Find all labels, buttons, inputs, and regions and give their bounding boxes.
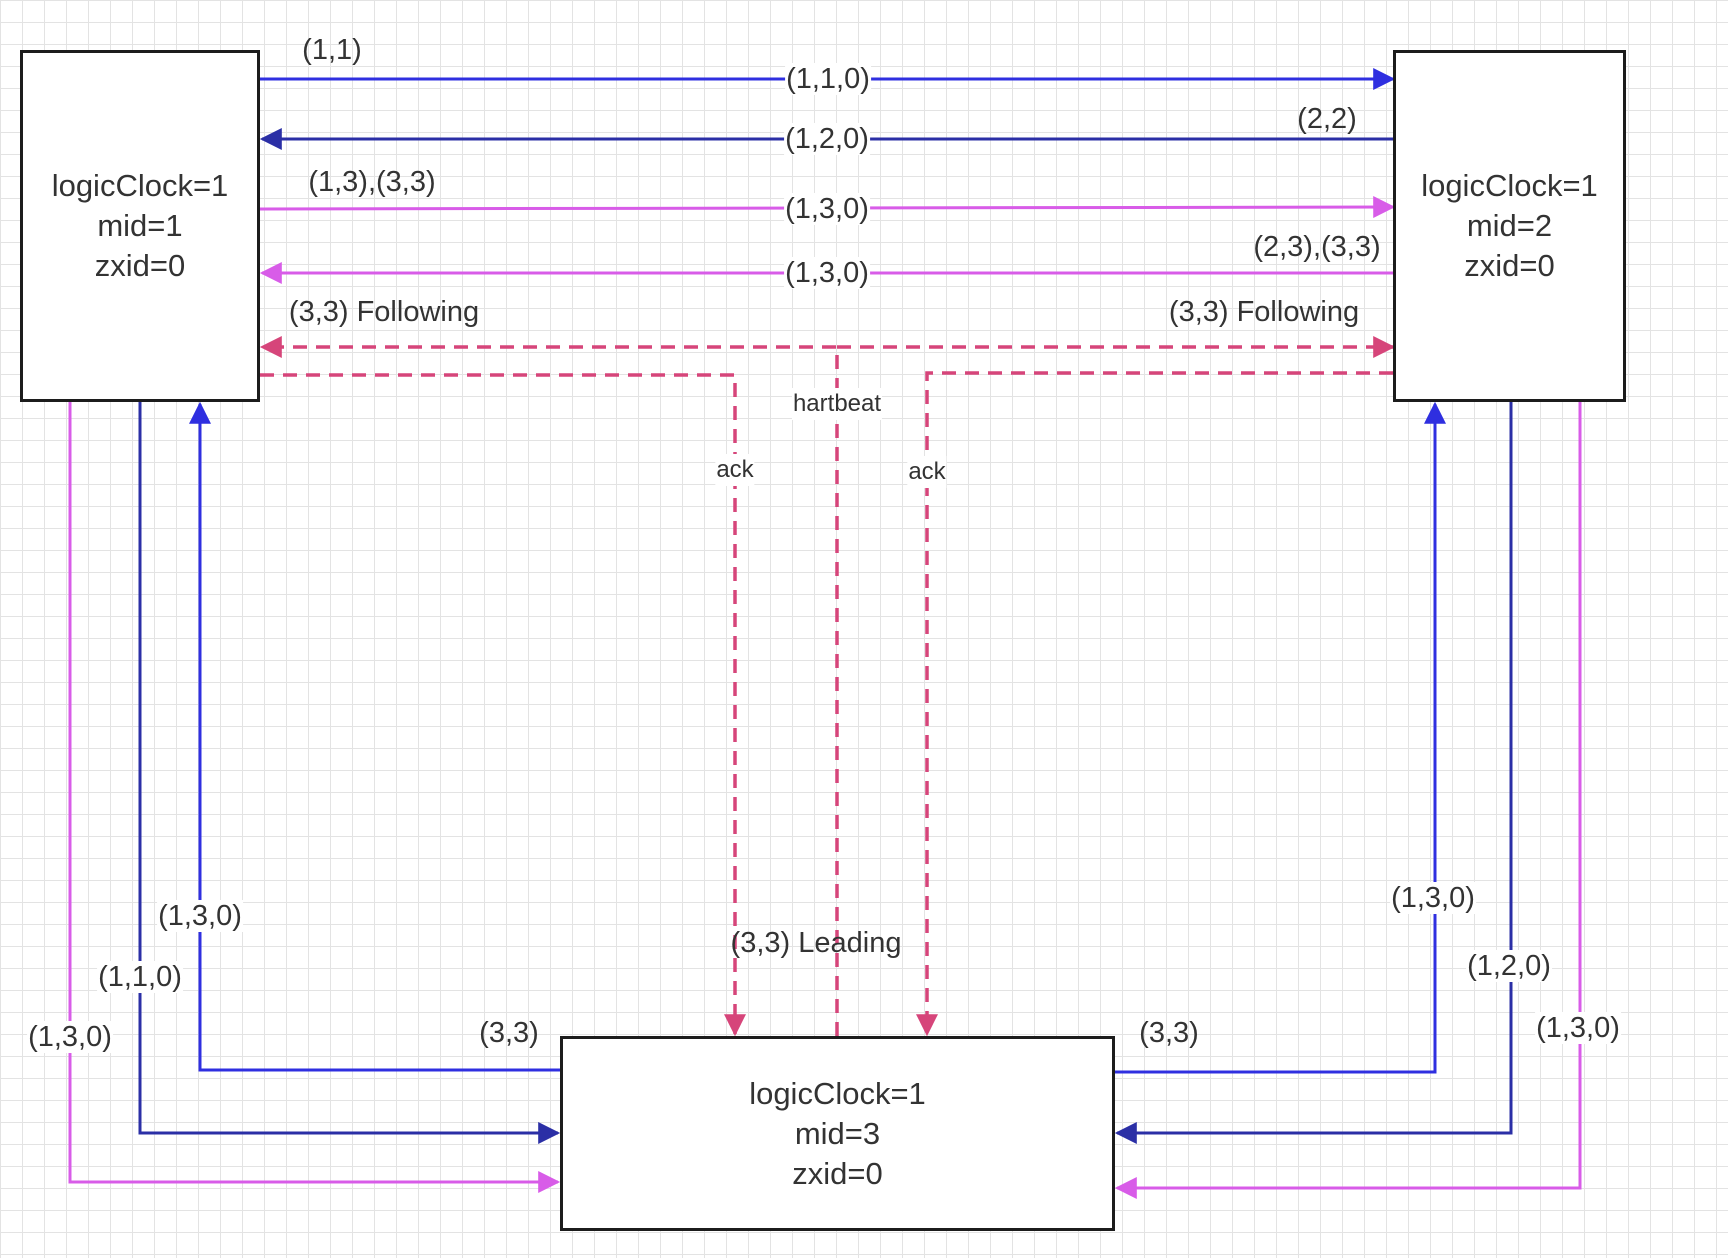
edge-label-vote-2-2: (2,2) [1297, 103, 1357, 135]
edge-label-msg-1-3-0-top-right: (1,3,0) [784, 193, 870, 225]
edge-ack-left[interactable] [260, 373, 746, 1037]
edge-label-msg-1-3-0-right-up: (1,3,0) [1390, 882, 1476, 914]
node-zxid: zxid=0 [1464, 248, 1555, 283]
edge-label-vote-1-1: (1,1) [302, 34, 362, 66]
node-zxid: zxid=0 [94, 248, 186, 283]
edge-label-msg-1-3-0-left-up: (1,3,0) [157, 900, 243, 932]
node-mid-1[interactable]: logicClock=1 mid=1 zxid=0 [20, 50, 260, 402]
edge-label-heartbeat: hartbeat [791, 388, 883, 420]
edge-label-vote-3-3-left: (3,3) [479, 1017, 539, 1049]
edge-label-msg-1-2-0-top: (1,2,0) [784, 123, 870, 155]
edge-ack-right[interactable] [916, 371, 1393, 1037]
node-logic-clock: logicClock=1 [1421, 168, 1598, 203]
node-logic-clock: logicClock=1 [749, 1075, 926, 1111]
edge-label-following-left: (3,3) Following [288, 296, 480, 328]
edge-label-ack-right: ack [907, 456, 947, 488]
edge-label-vote-3-3-right: (3,3) [1139, 1017, 1199, 1049]
edge-3-to-1-vote[interactable] [189, 401, 560, 1072]
node-zxid: zxid=0 [792, 1155, 883, 1191]
edge-2-to-3-vote[interactable] [1114, 402, 1513, 1144]
edge-2-to-3-update[interactable] [1114, 402, 1582, 1199]
node-mid: mid=1 [97, 208, 183, 243]
edge-label-ack-left: ack [715, 454, 755, 486]
edge-label-msg-1-3-0-right-outer: (1,3,0) [1535, 1012, 1621, 1044]
node-mid: mid=3 [794, 1115, 881, 1151]
edge-label-msg-1-1-0-left-down: (1,1,0) [97, 961, 183, 993]
node-mid: mid=2 [1466, 208, 1553, 243]
edge-3-to-2-vote[interactable] [1115, 401, 1446, 1074]
node-mid-2[interactable]: logicClock=1 mid=2 zxid=0 [1393, 50, 1626, 402]
edge-label-msg-1-1-0-top: (1,1,0) [785, 63, 871, 95]
edge-label-leading: (3,3) Leading [730, 927, 902, 959]
node-mid-3[interactable]: logicClock=1 mid=3 zxid=0 [560, 1036, 1115, 1231]
edge-label-following-right: (3,3) Following [1168, 296, 1360, 328]
edge-label-votes-2-3-3-3: (2,3),(3,3) [1253, 231, 1381, 263]
edge-1-to-3-update[interactable] [68, 402, 561, 1193]
edge-label-msg-1-3-0-top-left: (1,3,0) [784, 257, 870, 289]
edge-label-votes-1-3-3-3: (1,3),(3,3) [308, 166, 436, 198]
edge-label-msg-1-2-0-right-down: (1,2,0) [1466, 950, 1552, 982]
edge-1-to-3-vote[interactable] [138, 402, 561, 1144]
node-logic-clock: logicClock=1 [51, 168, 229, 203]
edge-label-msg-1-3-0-left-outer: (1,3,0) [27, 1021, 113, 1053]
